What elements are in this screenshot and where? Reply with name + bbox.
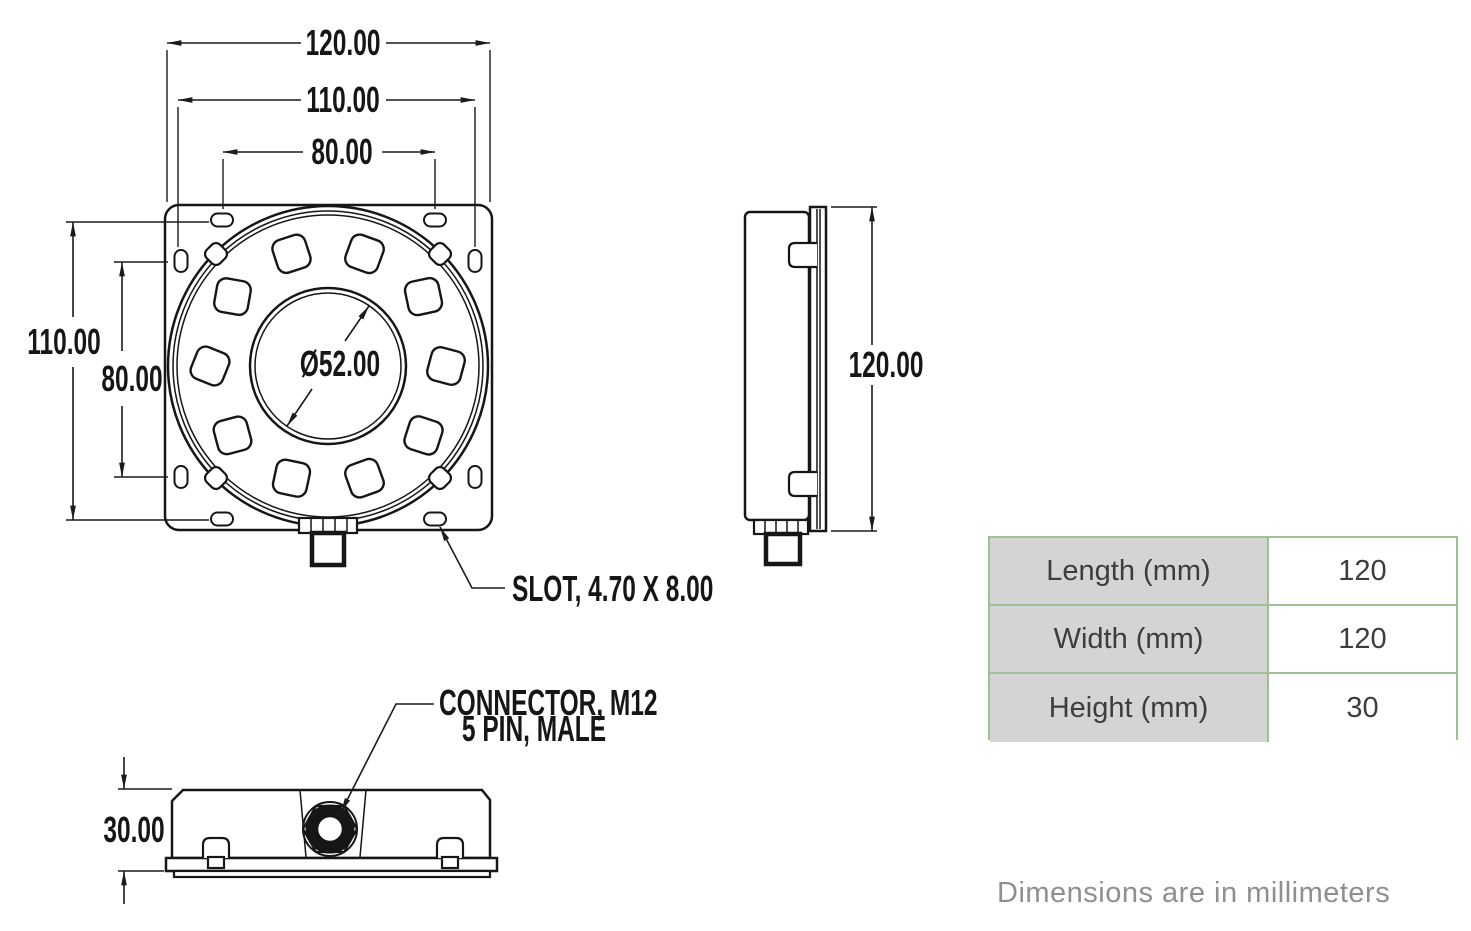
dim-hole-span-v: 80.00: [101, 358, 163, 399]
led-cutout: [344, 233, 385, 275]
dim-slot-span-h: 110.00: [306, 79, 380, 120]
led-cutout: [344, 457, 385, 499]
dim-hole-span-h: 80.00: [311, 131, 373, 172]
slot-hole: [210, 212, 234, 228]
spec-row-label: Height (mm): [990, 674, 1269, 742]
slot-hole: [467, 249, 483, 273]
slot-hole: [423, 511, 447, 527]
led-cutout: [212, 415, 253, 456]
led-cutout: [403, 415, 444, 456]
clip-tab: [787, 241, 817, 269]
units-note: Dimensions are in millimeters: [997, 877, 1391, 909]
spec-table: Length (mm) 120 Width (mm) 120 Height (m…: [988, 536, 1458, 742]
connector-side: [752, 518, 810, 567]
clip-tab: [435, 836, 465, 858]
led-ring: [189, 233, 466, 499]
slot-hole: [467, 465, 483, 489]
clip-stem: [206, 855, 226, 870]
connector-front: [297, 516, 359, 568]
dim-overall-width: 120.00: [305, 22, 381, 63]
callout-slot: SLOT, 4.70 X 8.00: [512, 568, 714, 609]
bottom-view: [118, 703, 499, 904]
led-cutout: [271, 233, 312, 275]
callout-connector-line1: CONNECTOR, M12: [439, 682, 658, 723]
side-view: [743, 205, 877, 567]
led-cutout: [426, 346, 466, 386]
led-cutout: [213, 277, 252, 317]
dim-thickness: 30.00: [103, 809, 165, 850]
clip-tab: [201, 836, 231, 858]
ear-tab: [203, 241, 229, 267]
clip-stem: [440, 855, 460, 870]
led-cutout: [403, 276, 444, 317]
front-view: [163, 203, 494, 568]
spec-row-label: Width (mm): [990, 606, 1269, 674]
clip-tab: [787, 470, 817, 498]
slot-hole: [173, 465, 189, 489]
front-dimensions: [66, 40, 505, 589]
ear-tab: [427, 241, 453, 267]
slot-hole: [210, 511, 234, 527]
spec-row-label: Length (mm): [990, 538, 1269, 606]
dim-side-height: 120.00: [848, 344, 924, 385]
led-cutout: [189, 345, 231, 387]
spec-row-value: 120: [1269, 606, 1456, 674]
callout-connector-line2: 5 PIN, MALE: [461, 708, 607, 749]
led-cutout: [271, 458, 312, 498]
spec-row-value: 30: [1269, 674, 1456, 742]
ear-tab: [203, 465, 229, 491]
slot-hole: [423, 212, 447, 228]
dim-slot-span-v: 110.00: [27, 321, 101, 362]
dim-center-hole: Ø52.00: [299, 343, 381, 384]
ear-tab: [427, 465, 453, 491]
spec-row-value: 120: [1269, 538, 1456, 606]
connector-bottom: [301, 801, 359, 857]
slot-hole: [173, 249, 189, 273]
